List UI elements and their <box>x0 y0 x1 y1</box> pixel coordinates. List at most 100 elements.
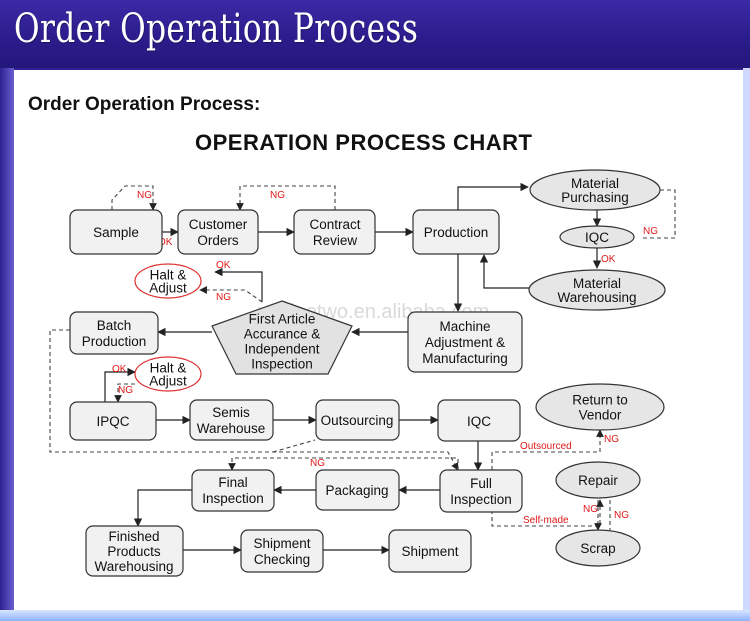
node-batch-production-box <box>69 311 159 355</box>
node-machine-adjustment-box <box>407 311 523 373</box>
node-label-line: IPQC <box>96 414 129 429</box>
label-ng-repair: NG <box>583 504 598 515</box>
node-label-line: Material <box>573 276 621 291</box>
node-label-line: Warehousing <box>94 559 173 574</box>
label-ng-sample: NG <box>137 190 152 201</box>
node-label-iqc-top: IQC <box>585 230 609 245</box>
label-outsourced: Outsourced <box>520 441 572 452</box>
edge-contract-ng <box>236 185 336 211</box>
node-scrap-ellipse <box>555 529 641 567</box>
node-label-halt-adjust-1: Halt &Adjust <box>149 268 187 296</box>
node-contract-review-box <box>293 209 376 255</box>
node-label-line: Adjust <box>149 281 187 296</box>
node-label-shipment: Shipment <box>401 544 458 559</box>
node-label-sample: Sample <box>93 225 139 240</box>
chart-title: OPERATION PROCESS CHART <box>195 130 533 155</box>
label-ok-ipqc: OK <box>112 364 127 375</box>
node-label-iqc-mid: IQC <box>467 414 491 429</box>
label-ng-final: NG <box>310 458 325 469</box>
label-self-made: Self-made <box>523 515 569 526</box>
label-ok-iqc-top: OK <box>601 254 616 265</box>
node-label-line: Production <box>424 225 489 240</box>
node-label-line: First Article <box>249 312 316 327</box>
node-first-article-pentagon <box>211 300 353 375</box>
edge-selfmade-repair <box>491 499 604 527</box>
node-label-ipqc: IPQC <box>96 414 129 429</box>
node-full-inspection-box <box>439 469 523 513</box>
banner: Order Operation Process <box>0 0 750 68</box>
right-border <box>743 68 750 610</box>
node-label-line: Batch <box>97 318 132 333</box>
node-production-box <box>412 209 500 255</box>
node-material-purchasing-ellipse <box>529 169 661 211</box>
edge-ipqc-halt2 <box>104 367 136 402</box>
node-label-line: Outsourcing <box>321 413 394 428</box>
label-ng-ipqc: NG <box>118 385 133 396</box>
node-customer-orders-box <box>177 209 259 255</box>
node-label-line: Halt & <box>150 361 187 376</box>
node-label-outsourcing: Outsourcing <box>321 413 394 428</box>
node-label-line: IQC <box>585 230 609 245</box>
node-label-packaging: Packaging <box>325 483 388 498</box>
node-label-line: Vendor <box>579 408 622 423</box>
node-label-line: Products <box>107 544 161 559</box>
edge-firstarticle-halt1-ok <box>214 267 263 302</box>
node-iqc-mid-box <box>437 399 521 442</box>
node-shipment-box <box>388 529 472 573</box>
node-shipment-checking-box <box>240 529 324 573</box>
node-label-line: Halt & <box>150 268 187 283</box>
node-final-inspection-box <box>191 469 275 512</box>
edge-batch-full <box>49 329 459 471</box>
node-label-line: Checking <box>254 552 310 567</box>
node-label-line: Inspection <box>450 492 512 507</box>
bottom-band <box>0 610 750 621</box>
node-label-production: Production <box>424 225 489 240</box>
node-halt-adjust-1-ellipse <box>134 263 202 299</box>
node-label-line: Warehouse <box>197 421 266 436</box>
left-border <box>0 68 14 610</box>
node-outsourcing-box <box>315 399 400 441</box>
edge-outsourced-vendor <box>491 429 604 470</box>
node-label-line: Inspection <box>202 491 264 506</box>
label-ng-iqc-top: NG <box>643 226 658 237</box>
node-label-line: Warehousing <box>557 290 636 305</box>
node-label-line: Machine <box>439 319 490 334</box>
node-label-line: Shipment <box>401 544 458 559</box>
node-label-line: Production <box>82 334 147 349</box>
edge-iqc-ng <box>640 189 676 239</box>
node-return-to-vendor-ellipse <box>535 383 665 431</box>
node-label-line: Semis <box>212 405 250 420</box>
node-label-repair: Repair <box>578 473 618 488</box>
node-label-line: Customer <box>189 217 248 232</box>
edge-sample-ng <box>111 185 157 211</box>
node-material-warehousing-ellipse <box>528 269 666 311</box>
edge-warehousing-production <box>479 254 530 289</box>
node-halt-adjust-2-ellipse <box>134 356 202 392</box>
node-iqc-top-ellipse <box>559 225 635 249</box>
node-label-line: Independent <box>244 342 319 357</box>
label-ng-scrap: NG <box>614 510 629 521</box>
node-label-line: Material <box>571 176 619 191</box>
edge-production-purchasing <box>457 182 529 210</box>
edge-final-finished <box>133 489 192 527</box>
node-label-halt-adjust-2: Halt &Adjust <box>149 361 187 389</box>
document-heading: Order Operation Process: <box>28 94 261 115</box>
edge-firstarticle-halt1-ng <box>199 286 263 303</box>
label-ng-contract: NG <box>270 190 285 201</box>
node-label-line: Final <box>218 475 247 490</box>
node-label-line: Accurance & <box>244 327 321 342</box>
node-label-line: Scrap <box>580 541 615 556</box>
node-repair-ellipse <box>555 461 641 499</box>
edge-full-final-ng <box>228 457 459 471</box>
label-ok-sample: OK <box>158 237 173 248</box>
node-label-line: Contract <box>309 217 360 232</box>
